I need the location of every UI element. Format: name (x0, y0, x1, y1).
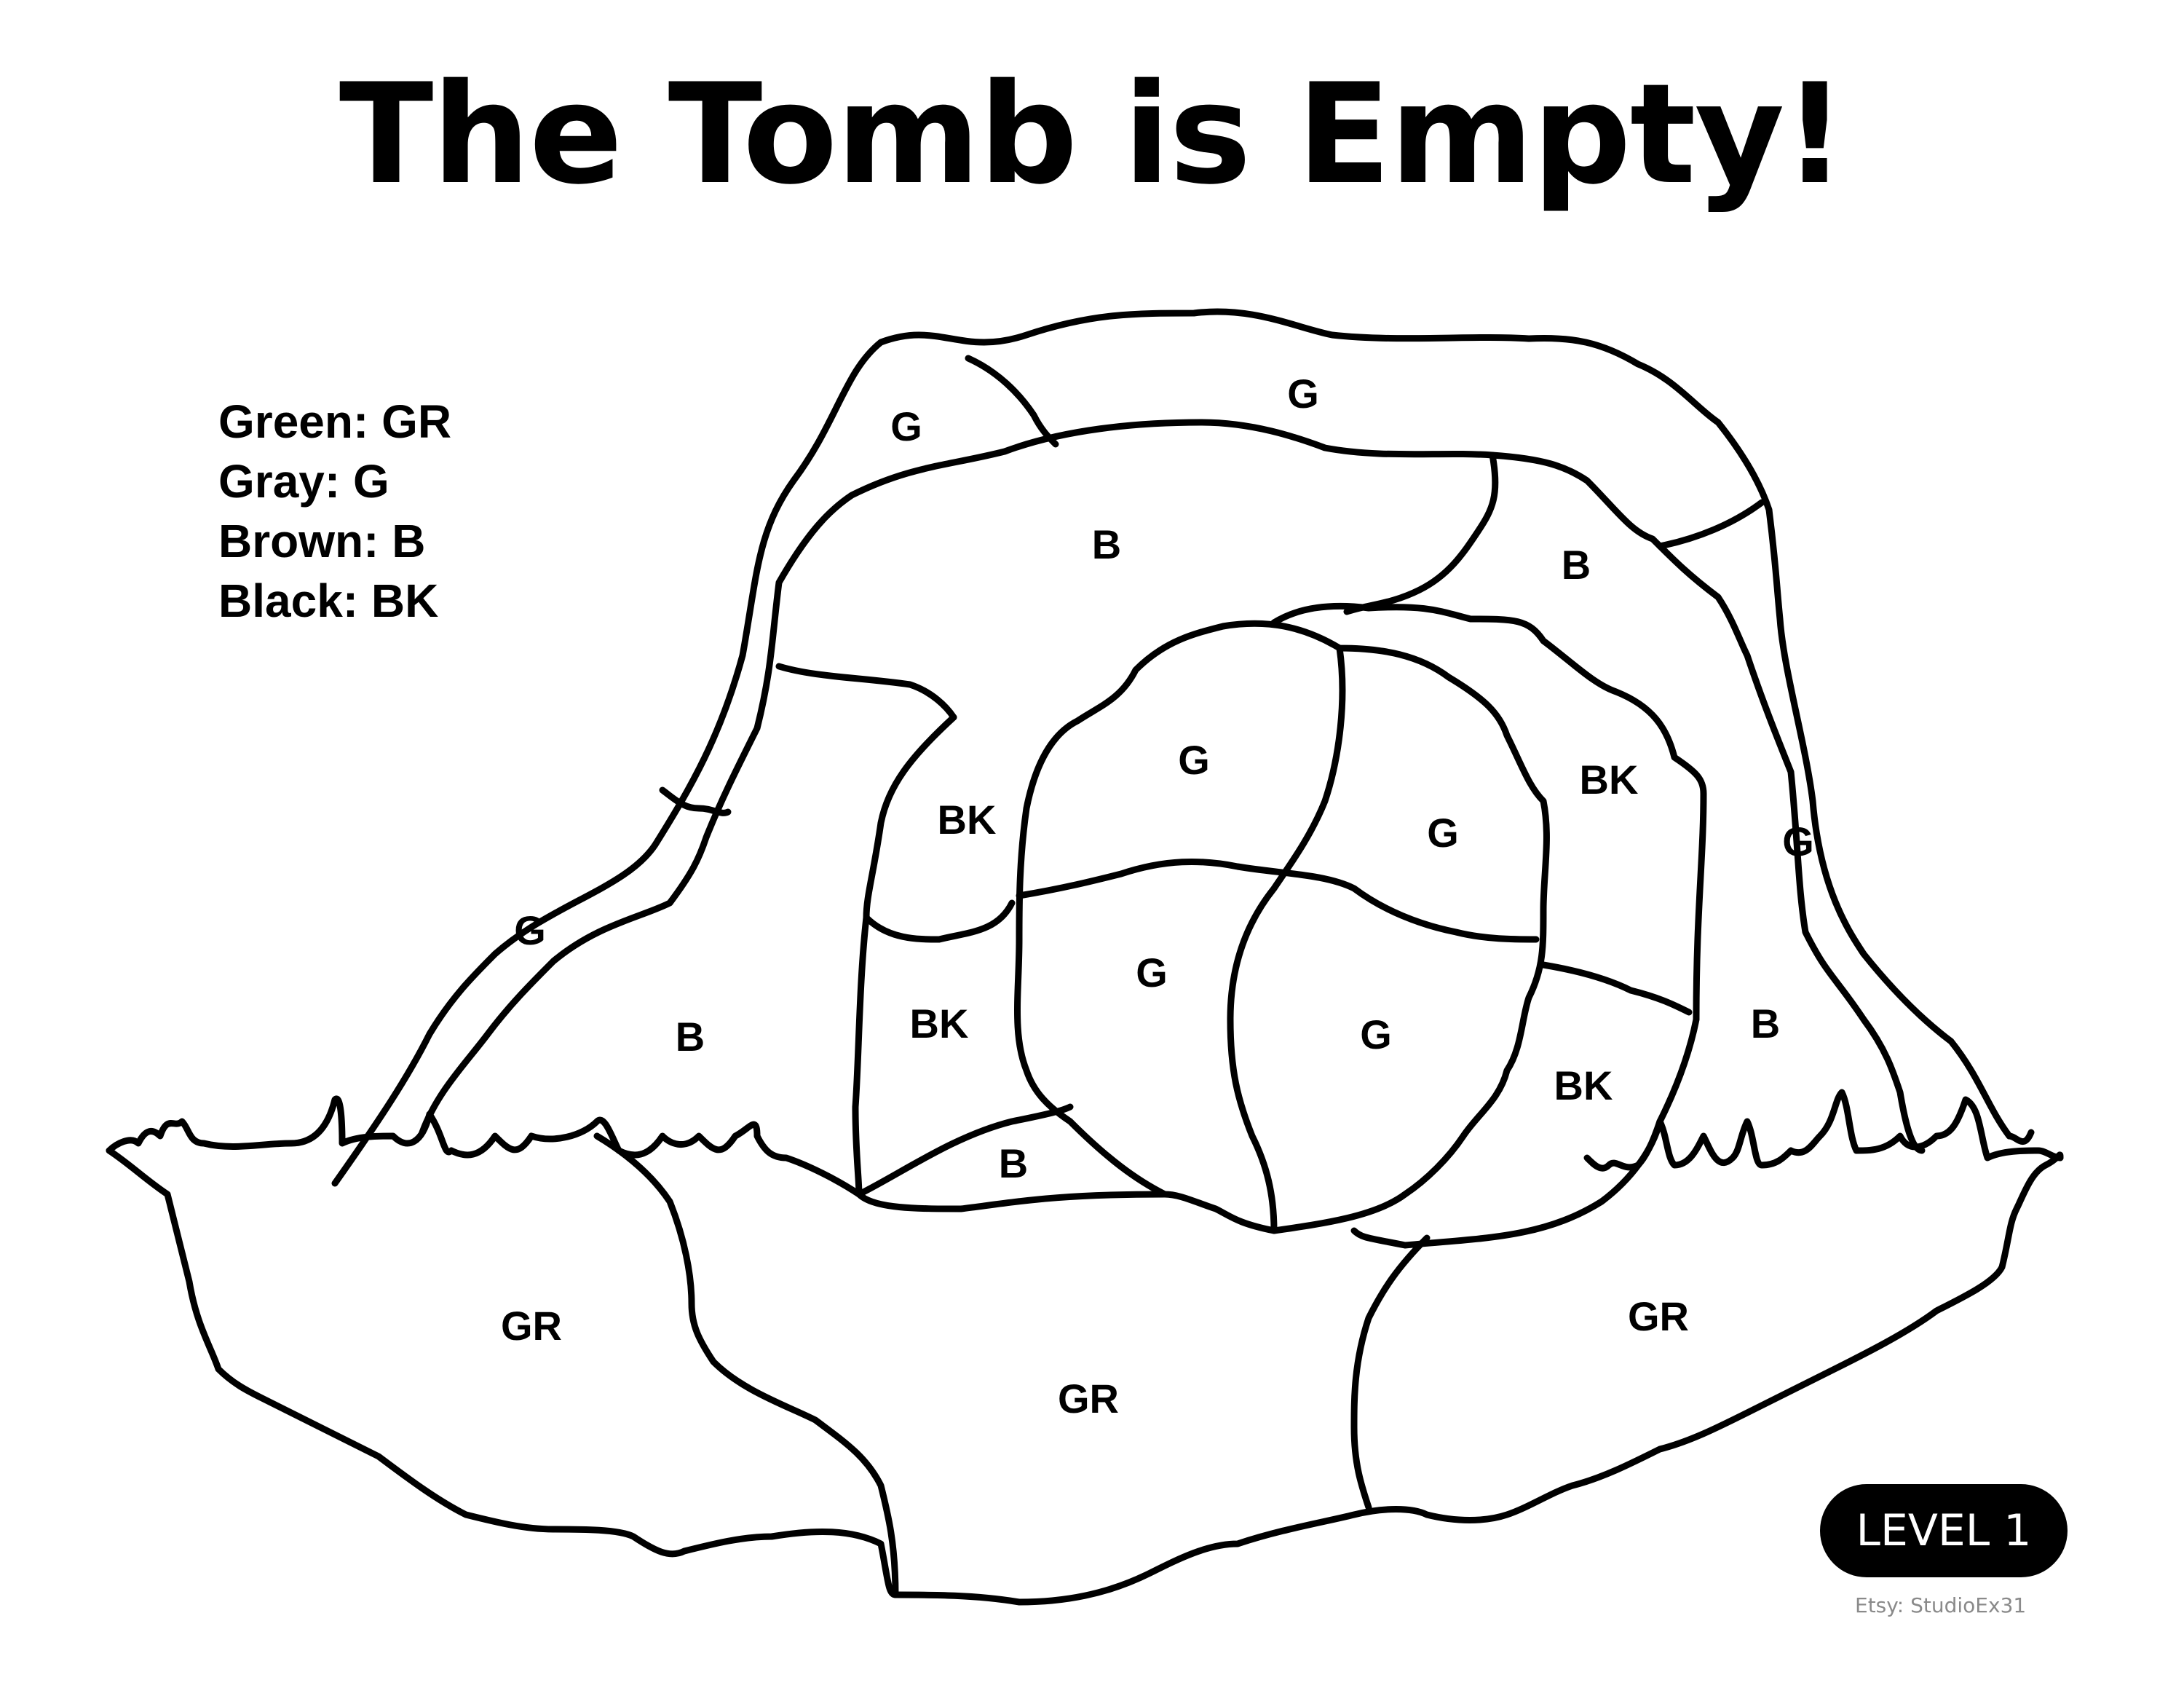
arch-outer-outline (331, 308, 2035, 1187)
label-stone-top-right: G (1427, 810, 1459, 856)
label-grass-left: GR (501, 1303, 562, 1349)
ground-outline (106, 1147, 2064, 1606)
label-brown-bottom: B (999, 1140, 1028, 1186)
legend-item-green: Green: GR (218, 395, 452, 448)
arch-inner-outline (419, 419, 1926, 1154)
brown-divider-left (775, 663, 957, 721)
credit-text: Etsy: StudioEx31 (1855, 1593, 2027, 1617)
label-arch-left-lower: G (514, 907, 546, 953)
label-stone-bottom-left: G (1136, 950, 1168, 995)
label-stone-top-left: G (1178, 737, 1210, 783)
label-brown-right: B (1562, 542, 1591, 588)
tomb-opening-right-divider (1540, 961, 1693, 1016)
label-arch-top-right: G (1287, 371, 1319, 417)
legend-item-black: Black: BK (218, 575, 439, 627)
label-black-lower-left: BK (910, 1001, 969, 1046)
label-brown-top: B (1092, 521, 1121, 567)
stone-divider-vertical (1227, 644, 1346, 1234)
arch-divider-left (659, 786, 732, 816)
tomb-opening-left (852, 714, 1074, 1198)
ground-divider-left (593, 1132, 899, 1598)
label-black-upper-right: BK (1580, 757, 1639, 802)
arch-divider-right (1656, 499, 1765, 550)
legend-item-gray: Gray: G (218, 455, 389, 508)
stone-divider-horizontal (1016, 858, 1540, 943)
stone-outline (1014, 620, 1550, 1234)
arch-divider-top (965, 355, 1059, 448)
brown-divider-center (1343, 451, 1499, 615)
color-legend: Green: GR Gray: G Brown: B Black: BK (218, 392, 451, 631)
page-title: The Tomb is Empty! (339, 54, 1846, 215)
label-brown-left: B (676, 1014, 705, 1060)
grass-outline-right (1583, 1089, 2064, 1172)
level-badge: LEVEL 1 (1820, 1484, 2068, 1577)
legend-item-brown: Brown: B (218, 515, 426, 567)
label-arch-top-left: G (890, 403, 922, 449)
label-grass-right: GR (1628, 1293, 1689, 1339)
label-black-lower-right: BK (1554, 1062, 1613, 1108)
tomb-opening-right (1270, 602, 1707, 1249)
grass-outline (106, 1095, 863, 1198)
label-grass-middle: GR (1058, 1376, 1119, 1421)
label-stone-bottom-right: G (1360, 1011, 1392, 1057)
tomb-ground-line (855, 1191, 1168, 1212)
label-brown-right-lower: B (1751, 1001, 1780, 1046)
label-arch-right: G (1782, 819, 1814, 864)
label-black-upper-left: BK (938, 797, 997, 843)
tomb-opening-left-divider (863, 899, 1016, 943)
ground-divider-right (1350, 1234, 1431, 1511)
